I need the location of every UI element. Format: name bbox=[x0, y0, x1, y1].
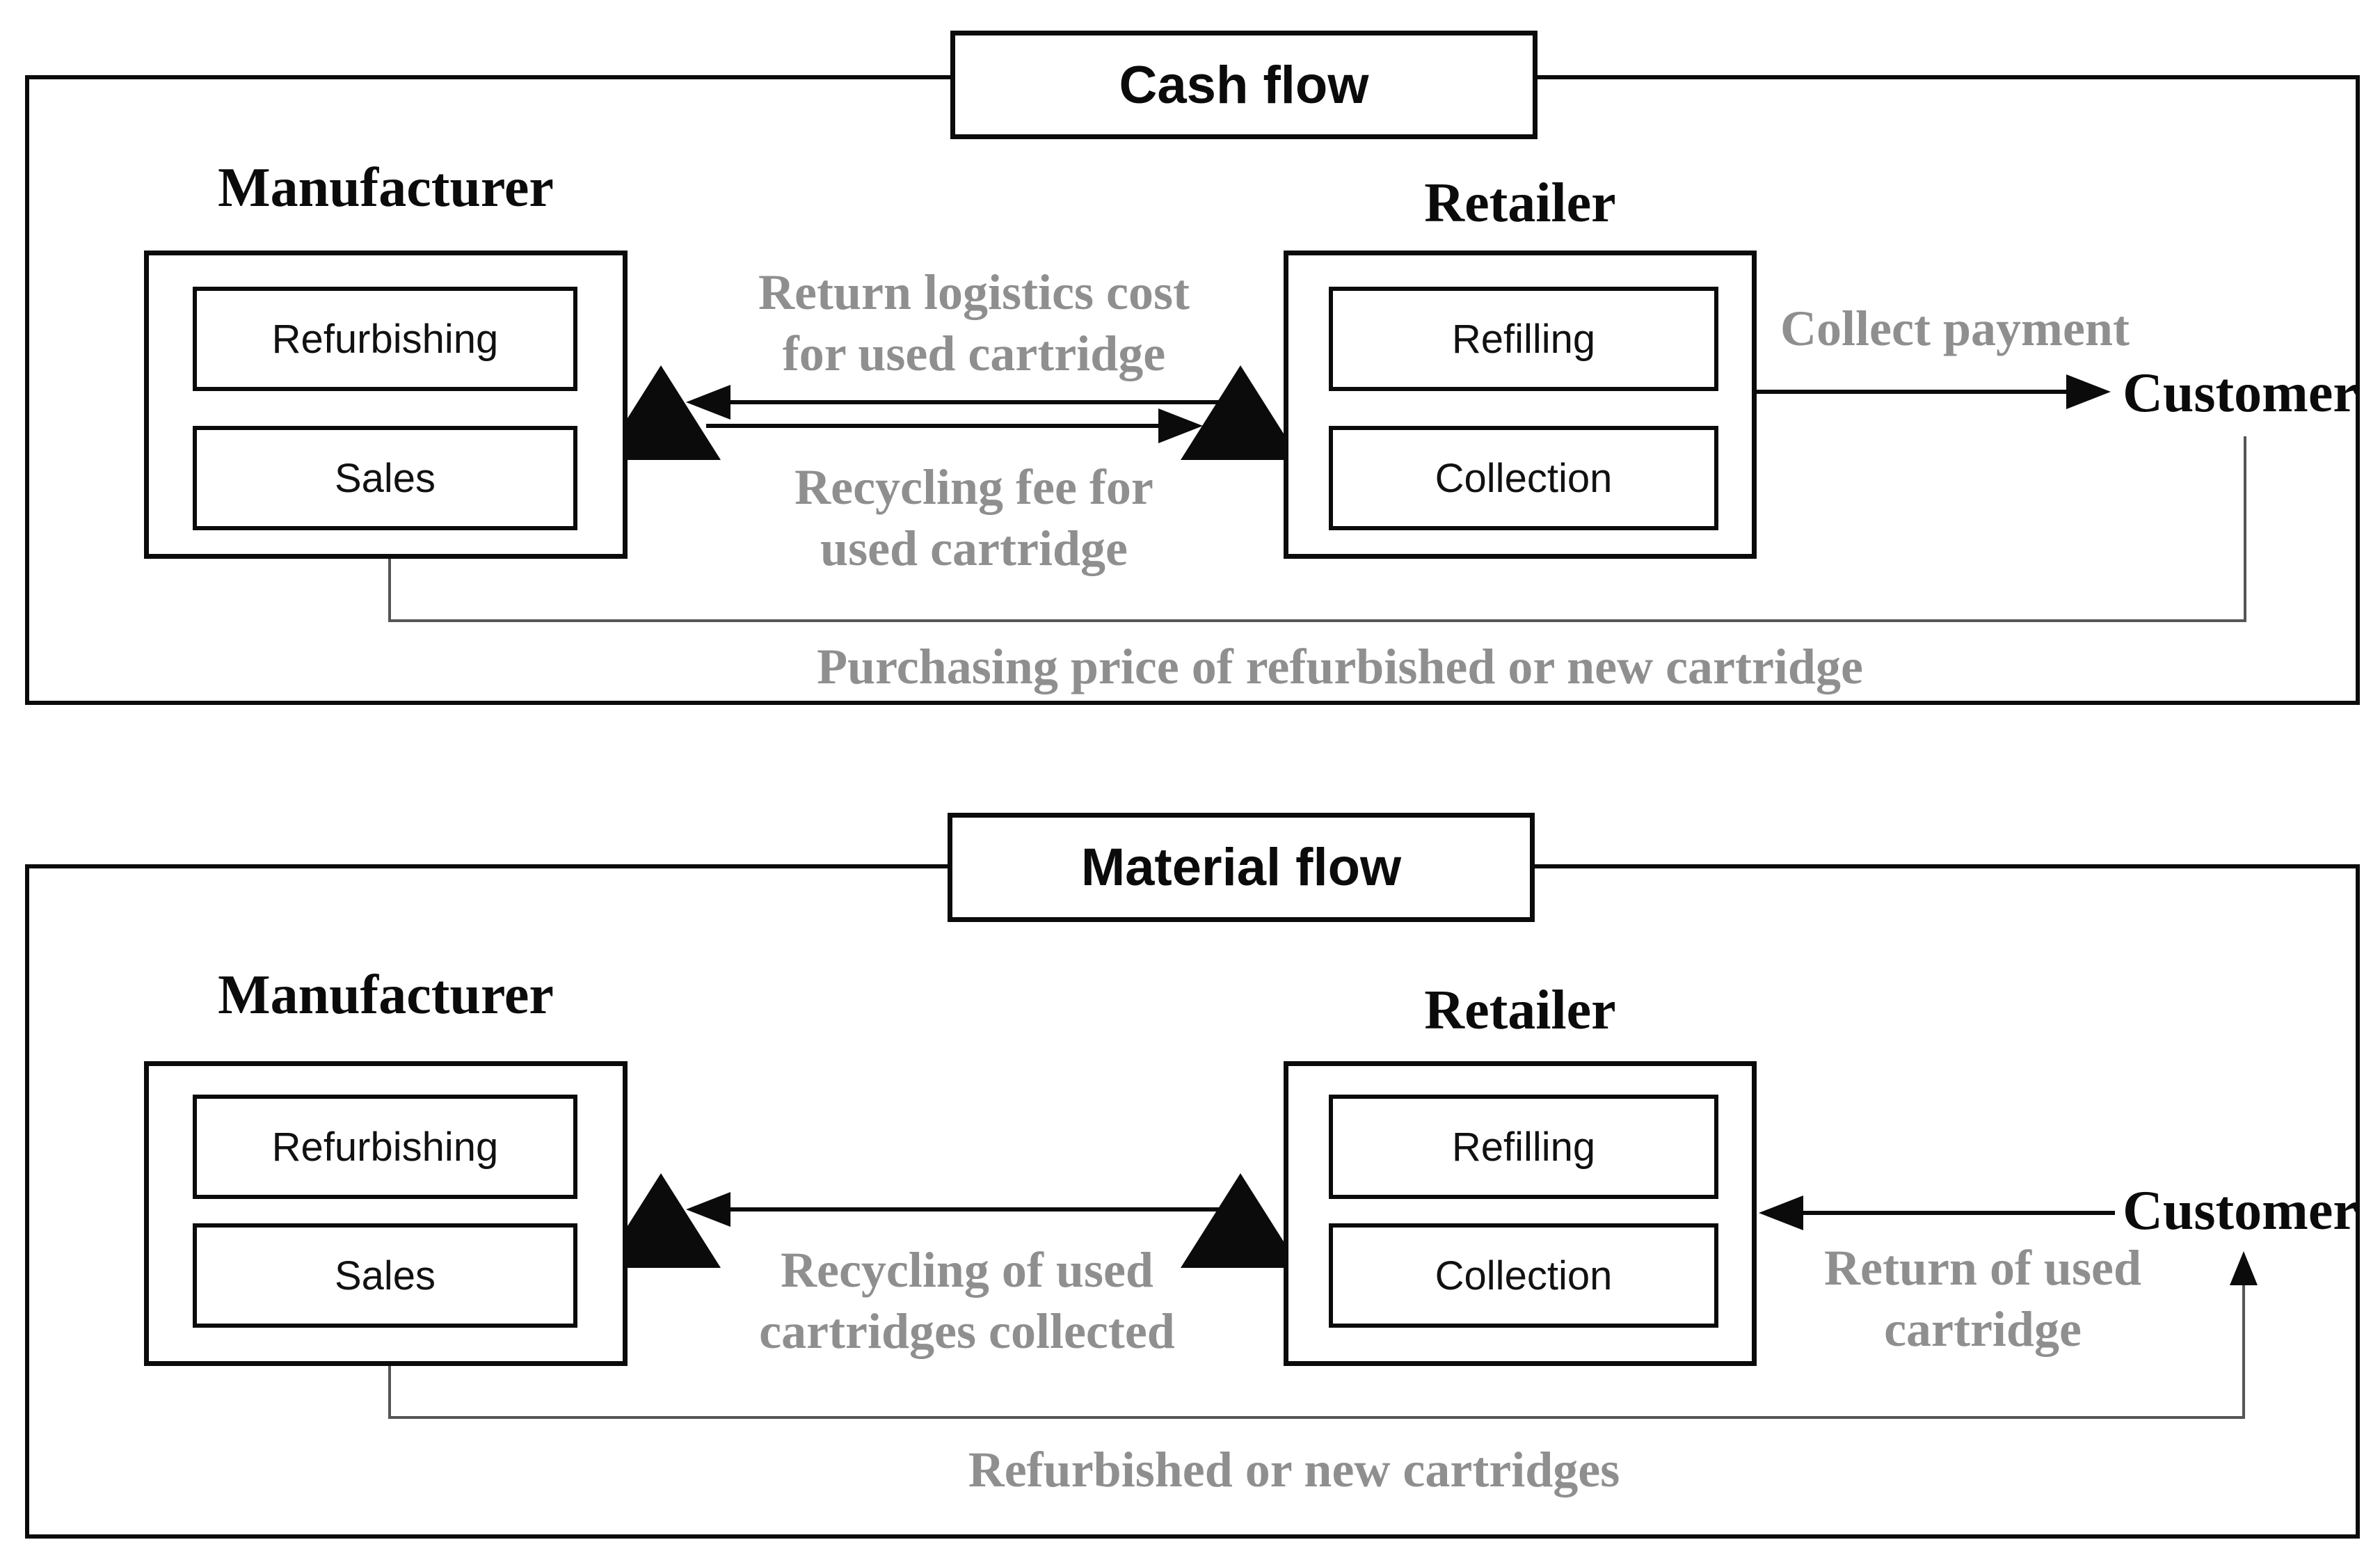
cash-collect-payment-label: Collect payment bbox=[1780, 301, 2130, 356]
material-recycling-line2: cartridges collected bbox=[759, 1303, 1175, 1359]
cash-recycling-fee-line2: used cartridge bbox=[820, 521, 1128, 576]
material-collection-label: Collection bbox=[1435, 1253, 1613, 1298]
cash-return-logistics-line2: for used cartridge bbox=[782, 326, 1166, 381]
cash-refilling-label: Refilling bbox=[1451, 316, 1596, 362]
material-refilling-box: Refilling bbox=[1329, 1095, 1718, 1199]
cash-flow-title: Cash flow bbox=[1119, 55, 1369, 115]
material-collection-box: Collection bbox=[1329, 1223, 1718, 1328]
cash-purchasing-price-label: Purchasing price of refurbished or new c… bbox=[817, 639, 1863, 694]
material-refurbishing-box: Refurbishing bbox=[193, 1095, 577, 1199]
cash-collection-box: Collection bbox=[1329, 426, 1718, 530]
cash-return-logistics-label: Return logistics cost for used cartridge bbox=[626, 262, 1322, 384]
material-flow-title-box: Material flow bbox=[948, 813, 1535, 922]
material-flow-title: Material flow bbox=[1080, 838, 1402, 897]
cash-recycling-fee-line1: Recycling fee for bbox=[794, 459, 1153, 515]
material-recycling-line1: Recycling of used bbox=[781, 1242, 1153, 1298]
material-return-line2: cartridge bbox=[1884, 1301, 2082, 1357]
material-refurbished-loop-label: Refurbished or new cartridges bbox=[968, 1442, 1620, 1498]
material-return-line1: Return of used bbox=[1823, 1240, 2141, 1296]
material-refurbishing-label: Refurbishing bbox=[271, 1124, 499, 1170]
cash-manufacturer-label: Manufacturer bbox=[218, 157, 554, 219]
cash-refurbishing-box: Refurbishing bbox=[193, 287, 577, 391]
cash-collection-label: Collection bbox=[1435, 455, 1613, 501]
material-retailer-label: Retailer bbox=[1424, 980, 1616, 1041]
material-sales-label: Sales bbox=[334, 1253, 436, 1298]
cash-sales-label: Sales bbox=[334, 455, 436, 501]
material-recycling-label: Recycling of used cartridges collected bbox=[619, 1239, 1315, 1362]
material-customer-label: Customer bbox=[2123, 1180, 2358, 1241]
cash-recycling-fee-label: Recycling fee for used cartridge bbox=[626, 456, 1322, 579]
material-refilling-label: Refilling bbox=[1451, 1124, 1596, 1170]
cash-refilling-box: Refilling bbox=[1329, 287, 1718, 391]
cash-sales-box: Sales bbox=[193, 426, 577, 530]
cash-customer-label: Customer bbox=[2123, 363, 2358, 424]
cash-flow-title-box: Cash flow bbox=[950, 31, 1538, 139]
material-return-label: Return of used cartridge bbox=[1774, 1237, 2191, 1360]
material-sales-box: Sales bbox=[193, 1223, 577, 1328]
cash-refurbishing-label: Refurbishing bbox=[271, 316, 499, 362]
cash-return-logistics-line1: Return logistics cost bbox=[758, 264, 1190, 320]
cash-retailer-label: Retailer bbox=[1424, 173, 1616, 234]
material-manufacturer-label: Manufacturer bbox=[218, 964, 554, 1026]
